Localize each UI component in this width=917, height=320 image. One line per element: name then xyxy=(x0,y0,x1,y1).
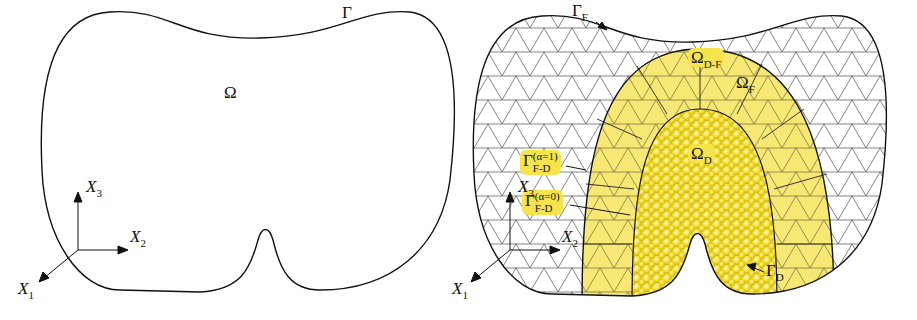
domain-label: ΩD-F xyxy=(688,48,724,67)
axis-label: X2 xyxy=(130,228,146,245)
domain-label: ΩD xyxy=(688,144,715,163)
domain-label: Ω xyxy=(224,84,237,101)
axis-label: X1 xyxy=(452,280,468,297)
domain-label: Γ xyxy=(342,4,352,21)
domain-label: ΓD xyxy=(766,262,784,279)
domain-label: ΓF xyxy=(572,2,588,19)
domain-label: Γ(α=1)F-D xyxy=(520,150,561,175)
axis-label: X1 xyxy=(18,280,34,297)
axis-label: X3 xyxy=(518,178,534,195)
domain-label: ΩF xyxy=(736,74,755,91)
axis-label: X3 xyxy=(86,178,102,195)
axis-label: X2 xyxy=(562,228,578,245)
